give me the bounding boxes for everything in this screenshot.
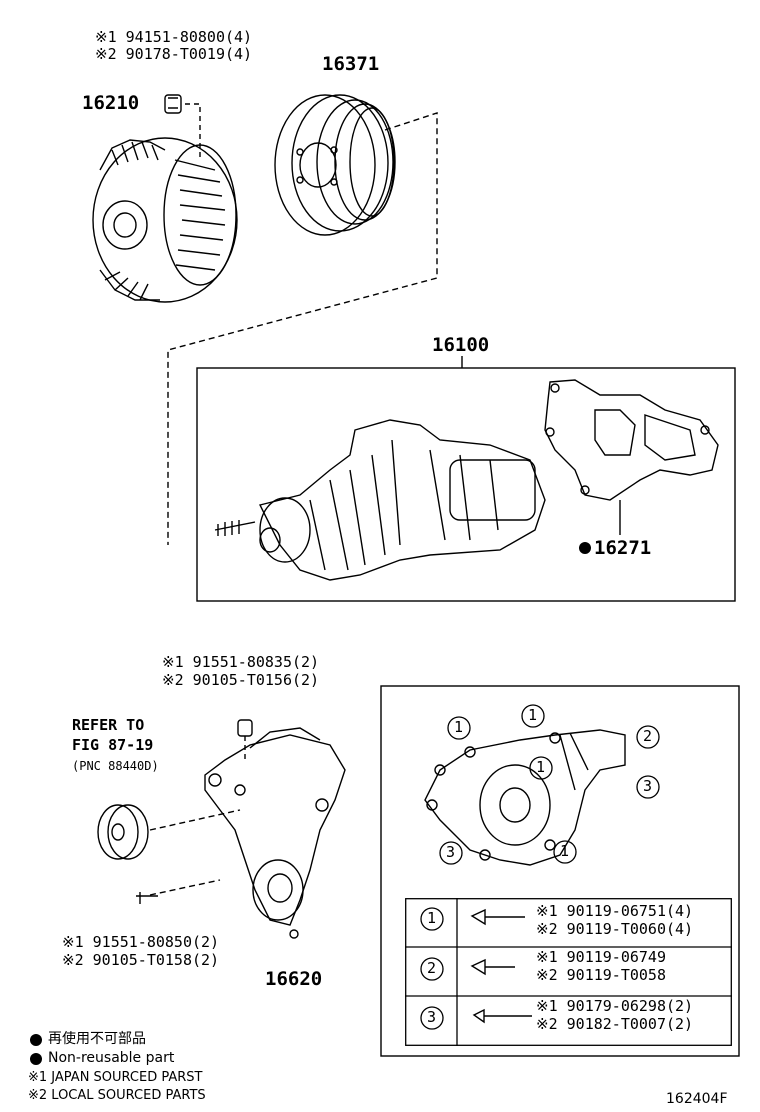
bracket-bolt-bottom-local: ※2 90105-T0158(2): [62, 951, 220, 969]
nut-partno-japan: ※1 94151-80800(4): [95, 28, 253, 46]
legend-dot-en: [30, 1053, 42, 1065]
callout-number-3a: 3: [643, 777, 653, 795]
callout-number-1b: 1: [528, 706, 538, 724]
table-row-3-japan: ※1 90179-06298(2): [536, 997, 694, 1015]
callout-number-1d: 1: [560, 842, 570, 860]
table-circle-3: [420, 1006, 444, 1030]
legend-note-japan: ※1 JAPAN SOURCED PARST: [28, 1070, 203, 1085]
nut-partno-local: ※2 90178-T0019(4): [95, 45, 253, 63]
idler-pulley-drawing: [97, 804, 149, 860]
callout-circle-1b: [521, 704, 545, 728]
water-pump-frame: [196, 367, 736, 602]
table-row-2-local: ※2 90119-T0058: [536, 966, 666, 984]
bracket-bolt-top-japan: ※1 91551-80835(2): [162, 653, 320, 671]
figure-id: 162404F: [666, 1091, 728, 1107]
part-label-gasket: 16271: [594, 537, 652, 559]
bolt-location-frame: [380, 685, 740, 1057]
callout-circle-1c: [529, 756, 553, 780]
callout-circle-2: [636, 725, 660, 749]
table-row-1-japan: ※1 90119-06751(4): [536, 902, 694, 920]
table-row-2-japan: ※1 90119-06749: [536, 948, 666, 966]
legend-nonreusable-en: Non-reusable part: [48, 1050, 175, 1066]
callout-circle-1d: [553, 840, 577, 864]
table-row-1-local: ※2 90119-T0060(4): [536, 920, 694, 938]
callout-number-1c: 1: [536, 758, 546, 776]
bolt-table: [405, 898, 732, 1046]
refer-line-1: REFER TO: [72, 716, 145, 734]
refer-line-2: FIG 87-19: [72, 736, 154, 754]
bracket-bolt-bottom-japan: ※1 91551-80850(2): [62, 933, 220, 951]
bracket-drawing: [204, 727, 346, 939]
pump-backside-drawing: [424, 729, 626, 866]
water-pump-drawing: [214, 419, 546, 581]
part-label-water-pump: 16100: [432, 334, 490, 356]
part-label-idler: 16620: [265, 968, 323, 990]
callout-circle-1a: [447, 716, 471, 740]
callout-circle-3b: [439, 841, 463, 865]
legend-nonreusable-jp: 再使用不可部品: [48, 1031, 146, 1047]
part-label-fan-clutch: 16210: [82, 92, 140, 114]
fan-clutch-drawing: [92, 94, 238, 303]
callout-number-2: 2: [643, 727, 653, 745]
table-row-1-callout: 1: [427, 909, 437, 927]
pulley-drawing: [274, 94, 396, 236]
table-circle-2: [420, 957, 444, 981]
table-row-3-local: ※2 90182-T0007(2): [536, 1015, 694, 1033]
table-row-2-callout: 2: [427, 959, 437, 977]
table-circle-1: [420, 907, 444, 931]
legend-dot-jp: [30, 1034, 42, 1046]
table-row-3-callout: 3: [427, 1008, 437, 1026]
gasket-nonreusable-dot: [579, 542, 591, 554]
callout-number-1a: 1: [454, 718, 464, 736]
bracket-bolt-top-local: ※2 90105-T0156(2): [162, 671, 320, 689]
legend-note-local: ※2 LOCAL SOURCED PARTS: [28, 1088, 206, 1103]
part-label-pulley: 16371: [322, 53, 380, 75]
refer-line-3: (PNC 88440D): [72, 759, 159, 773]
callout-circle-3a: [636, 775, 660, 799]
callout-number-3b: 3: [446, 843, 456, 861]
gasket-drawing: [544, 379, 719, 501]
